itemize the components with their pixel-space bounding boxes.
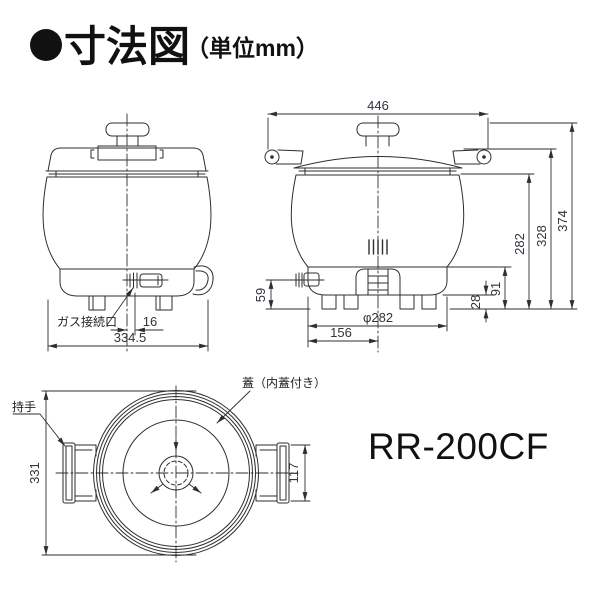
- front-view: ガス接続口 16 334.5: [42, 113, 214, 355]
- top-handle-left-grip: [62, 442, 76, 504]
- top-handle-right-grip: [276, 442, 290, 504]
- page-title: 寸法図: [64, 23, 190, 70]
- dim-total-width: 334.5: [114, 330, 147, 345]
- top-width-extensions: [267, 117, 489, 150]
- top-lid-circle: [122, 419, 230, 527]
- dim-body-diameter: 331: [27, 462, 42, 484]
- handle-leader: [12, 413, 66, 447]
- side-burner-ladder: [367, 268, 389, 296]
- side-knob-cap: [356, 122, 400, 137]
- dim-base-height: 91: [488, 282, 503, 296]
- front-knob-stem: [116, 135, 139, 147]
- model-number: RR-200CF: [368, 426, 549, 467]
- top-knob-circle: [158, 455, 194, 491]
- handle-label: 持手: [12, 399, 36, 414]
- height-extensions: [449, 122, 578, 310]
- side-handle-bracket-right: [452, 149, 481, 165]
- top-knob-hidden-circle: [163, 460, 189, 486]
- base-dia-extensions: [307, 296, 448, 348]
- side-handle-pin-right: [482, 155, 486, 159]
- dim-handle-length: 117: [286, 463, 301, 484]
- top-centerlines: [55, 385, 299, 563]
- side-view: 446 282 328 374 91 28 59 φ282 156: [253, 98, 578, 353]
- dim-body-height: 282: [512, 233, 527, 255]
- side-gas-nipple-detail: [291, 272, 325, 288]
- lid-label: 蓋（内蓋付き）: [242, 376, 326, 390]
- top-handle-right-arms: [255, 444, 278, 502]
- front-knob-cap: [105, 122, 150, 137]
- lid-leader: [216, 390, 251, 424]
- top-handle-left-arms: [74, 444, 97, 502]
- front-width-extensions: [47, 299, 209, 352]
- top-rim-ring-1: [93, 390, 259, 556]
- bullet-icon: [30, 29, 62, 61]
- top-handle-left-grip-inner: [65, 445, 73, 501]
- top-rim-ring-2: [96, 393, 256, 553]
- side-feet: [321, 294, 437, 310]
- side-body-outline: [290, 174, 465, 268]
- dim-foot-height: 28: [468, 295, 483, 309]
- top-handle-right-grip-inner: [279, 445, 287, 501]
- side-gas-nipple: [303, 272, 320, 287]
- side-handle-roll-left: [264, 149, 280, 165]
- dim-gas-height: 59: [253, 288, 268, 302]
- dim-gas-center: 156: [330, 325, 352, 340]
- dim-total-height: 374: [555, 210, 570, 232]
- dim-base-diameter: φ282: [363, 310, 393, 325]
- side-knob-stem: [365, 135, 390, 147]
- lid-arrow-right: [188, 483, 202, 494]
- gas-height-extensions: [265, 279, 311, 310]
- side-vent-slots: [368, 239, 388, 255]
- top-rim-ring-3: [99, 396, 253, 550]
- dim-gas-offset: 16: [143, 314, 157, 329]
- front-gas-nipple: [139, 273, 163, 288]
- side-lid-outline: [293, 156, 463, 176]
- dim-top-width: 446: [367, 98, 389, 113]
- top-view: 331 117 持手 蓋（内蓋付き）: [12, 376, 326, 563]
- gas-port-label: ガス接続口: [57, 314, 117, 329]
- side-handle-pin-left: [270, 155, 274, 159]
- title-block: 寸法図 （単位mm）: [30, 23, 319, 70]
- side-handle-roll-right: [476, 149, 492, 165]
- lid-arrow-left: [150, 483, 164, 494]
- front-gas-nipple-detail: [122, 272, 169, 289]
- top-rim-ring-4: [102, 399, 250, 547]
- front-feet: [88, 295, 173, 311]
- dim-lid-height: 328: [534, 225, 549, 247]
- side-handle-bracket-left: [275, 149, 304, 165]
- gas-port-leader: [106, 287, 134, 326]
- unit-label: （単位mm）: [186, 35, 319, 61]
- side-base-outline: [307, 266, 448, 296]
- front-lid-clips: [90, 149, 164, 159]
- front-lid-band: [97, 145, 157, 161]
- body-dia-extensions: [41, 390, 197, 556]
- handle-len-extensions: [290, 444, 311, 502]
- front-side-handle: [192, 265, 214, 296]
- front-lid-outline: [45, 147, 209, 178]
- front-body-outline: [42, 176, 212, 270]
